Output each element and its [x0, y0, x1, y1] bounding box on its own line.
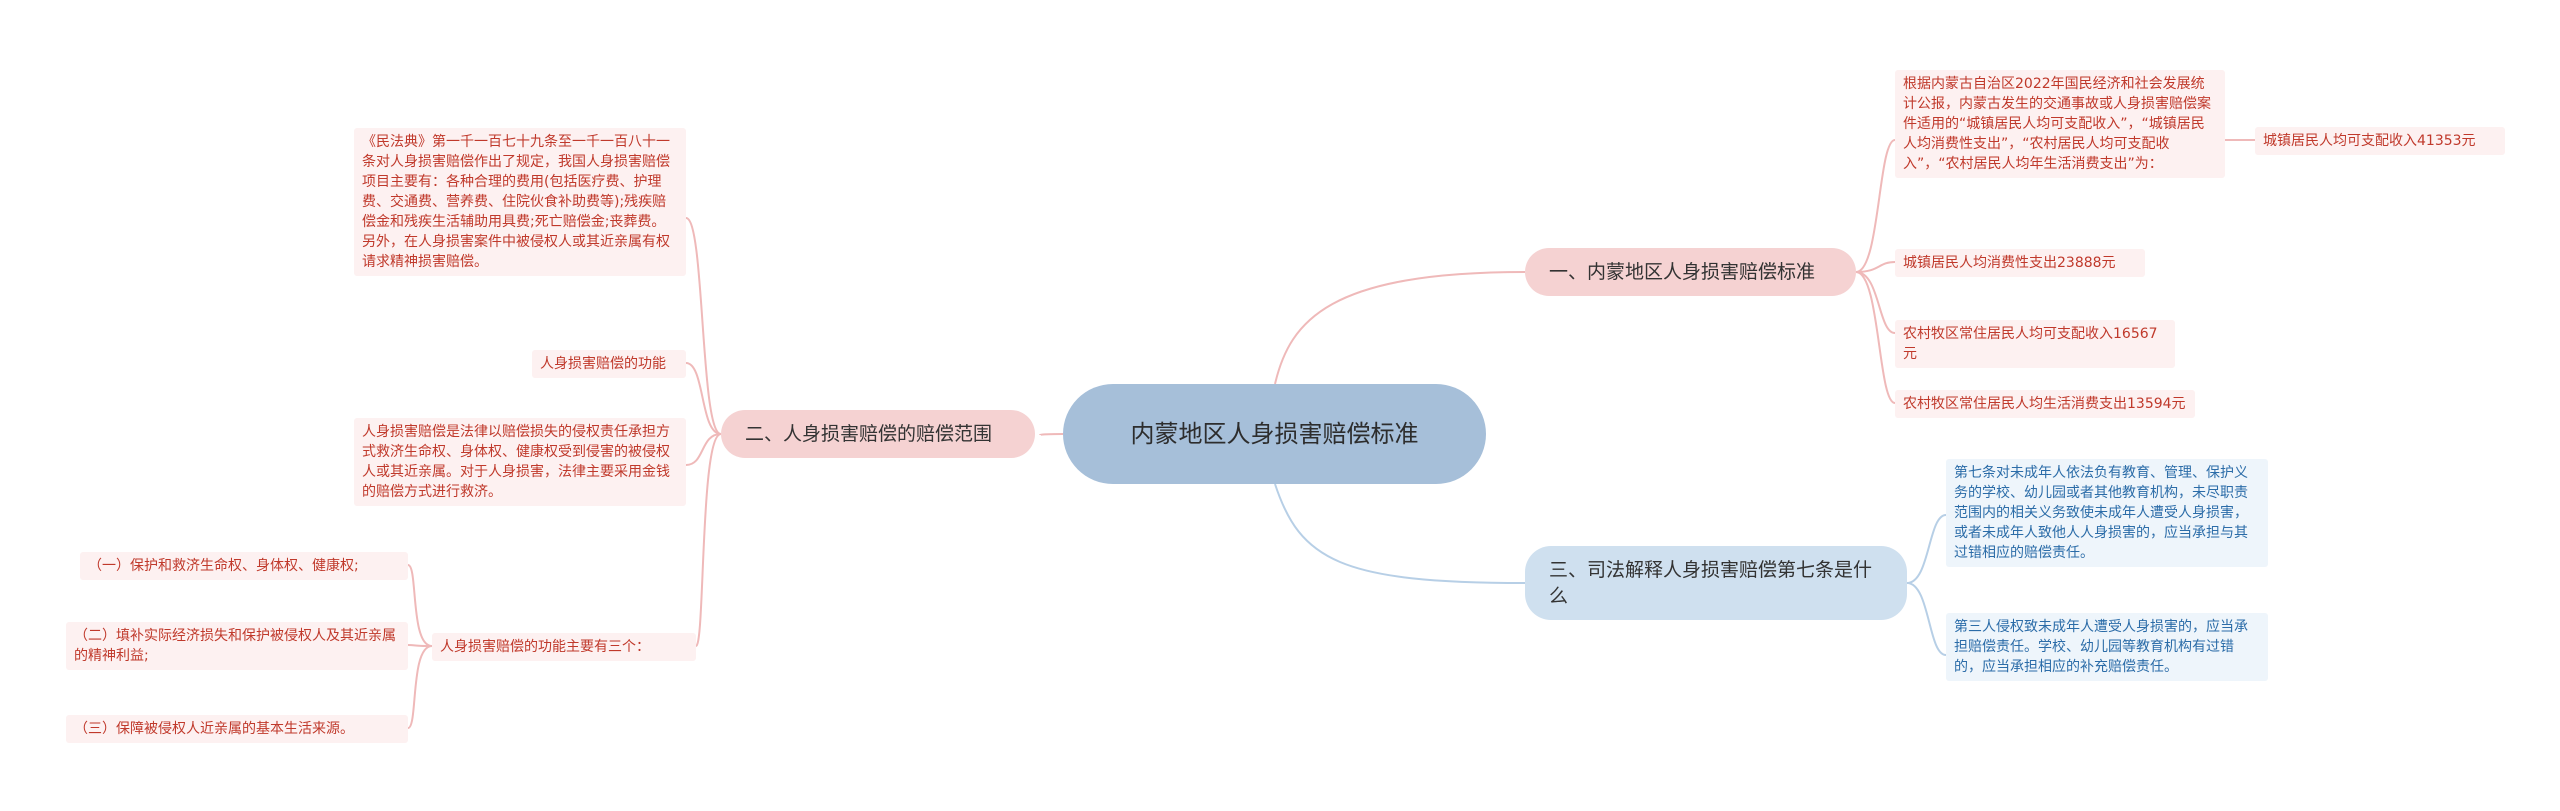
branch-2-function-label[interactable]: 人身损害赔偿的功能 — [532, 350, 686, 378]
branch-3-item-1[interactable]: 第三人侵权致未成年人遭受人身损害的，应当承担赔偿责任。学校、幼儿园等教育机构有过… — [1946, 613, 2268, 681]
branch-2-three-functions[interactable]: 人身损害赔偿的功能主要有三个： — [432, 633, 696, 661]
function-item-0[interactable]: （一）保护和救济生命权、身体权、健康权; — [80, 552, 408, 580]
branch-3-item-0[interactable]: 第七条对未成年人依法负有教育、管理、保护义务的学校、幼儿园或者其他教育机构，未尽… — [1946, 459, 2268, 567]
branch-1-item-0[interactable]: 城镇居民人均消费性支出23888元 — [1895, 249, 2145, 277]
branch-3-title: 三、司法解释人身损害赔偿第七条是什么 — [1549, 559, 1873, 607]
branch-2-title: 二、人身损害赔偿的赔偿范围 — [745, 423, 993, 445]
branch-1-item-2[interactable]: 农村牧区常住居民人均生活消费支出13594元 — [1895, 390, 2195, 418]
root-topic[interactable]: 内蒙地区人身损害赔偿标准 — [1063, 384, 1486, 484]
branch-2-node[interactable]: 二、人身损害赔偿的赔偿范围 — [721, 410, 1035, 458]
branch-1-node[interactable]: 一、内蒙地区人身损害赔偿标准 — [1525, 248, 1856, 296]
branch-2-definition[interactable]: 人身损害赔偿是法律以赔偿损失的侵权责任承担方式救济生命权、身体权、健康权受到侵害… — [354, 418, 686, 506]
branch-1-item-1[interactable]: 农村牧区常住居民人均可支配收入16567元 — [1895, 320, 2175, 368]
branch-1-intro[interactable]: 根据内蒙古自治区2022年国民经济和社会发展统计公报，内蒙古发生的交通事故或人身… — [1895, 70, 2225, 178]
branch-2-civil-code[interactable]: 《民法典》第一千一百七十九条至一千一百八十一条对人身损害赔偿作出了规定，我国人身… — [354, 128, 686, 276]
root-title: 内蒙地区人身损害赔偿标准 — [1130, 420, 1419, 448]
function-item-1[interactable]: （二）填补实际经济损失和保护被侵权人及其近亲属的精神利益; — [66, 622, 408, 670]
branch-1-intro-value[interactable]: 城镇居民人均可支配收入41353元 — [2255, 127, 2505, 155]
function-item-2[interactable]: （三）保障被侵权人近亲属的基本生活来源。 — [66, 715, 408, 743]
branch-3-node[interactable]: 三、司法解释人身损害赔偿第七条是什么 — [1525, 546, 1907, 620]
branch-1-title: 一、内蒙地区人身损害赔偿标准 — [1549, 261, 1816, 283]
